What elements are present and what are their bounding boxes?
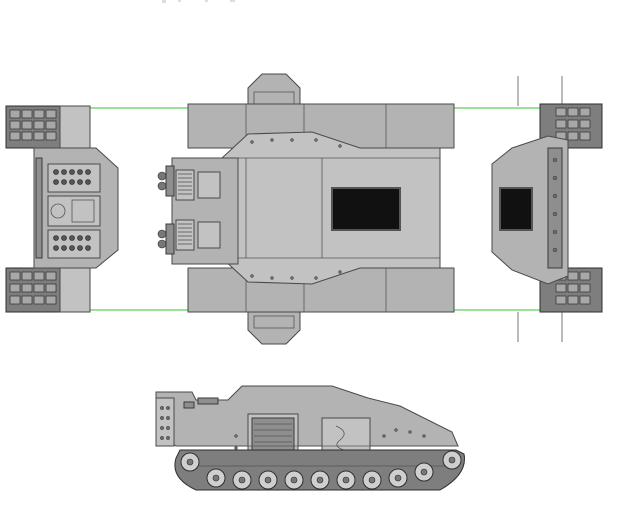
front-track-bottom: [5, 267, 91, 313]
front-grille-bottom: [47, 229, 101, 259]
front-view: [5, 105, 119, 313]
top-rivets: [250, 138, 342, 280]
alignment-guides: [90, 107, 548, 311]
top-hatch-lower: [247, 309, 301, 345]
side-engine-box: [155, 397, 175, 447]
top-hatch-upper: [247, 73, 301, 109]
rear-rivets: [552, 157, 558, 253]
side-rivets: [234, 428, 426, 450]
side-view: [155, 385, 465, 491]
side-hull-upper: [155, 385, 459, 447]
header-artifact: [162, 0, 235, 3]
front-grille-top: [47, 163, 101, 193]
top-roof-hatch: [331, 187, 401, 231]
front-hatch: [47, 195, 101, 227]
top-engine-block: [157, 157, 239, 265]
rear-view: [491, 76, 603, 342]
front-track-top: [5, 105, 91, 149]
side-road-wheels: [180, 450, 462, 490]
rear-hatch: [499, 187, 533, 231]
top-view: [157, 73, 455, 345]
